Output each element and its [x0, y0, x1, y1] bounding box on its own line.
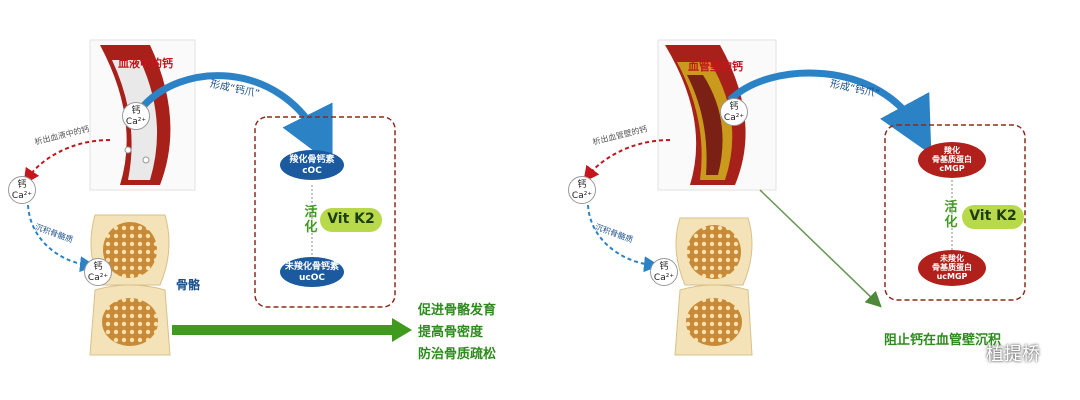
right-vitk2-pill [962, 205, 1024, 229]
left-activate-label: 活化 [304, 205, 318, 235]
right-activate-label: 活化 [944, 200, 958, 230]
right-cmgp-pill [918, 142, 986, 178]
right-release-arrow [583, 139, 671, 183]
left-deposit-arrow [27, 204, 96, 273]
left-coc-pill [280, 150, 344, 180]
right-ucmgp-pill [918, 250, 986, 286]
left-outcome-1: 促进骨骼发育 [418, 303, 497, 318]
left-outcome-3: 防治骨质疏松 [418, 347, 497, 362]
left-mechanism-box [254, 116, 396, 308]
right-deposit-arrow [587, 204, 660, 273]
left-blood-title: 血液中的钙 [118, 57, 173, 70]
left-bone-joint [89, 214, 171, 356]
left-outcome-2: 提高骨密度 [418, 325, 484, 340]
right-bone-joint [674, 217, 753, 356]
right-outcome: 阻止钙在血管壁沉积 [884, 333, 1002, 348]
left-vitk2-label: Vit K2 [327, 211, 375, 227]
watermark: 植提桥 [986, 344, 1040, 365]
right-outcome-arrow [759, 189, 882, 308]
right-form-claw-arrow [727, 69, 932, 155]
left-ucoc-pill [280, 257, 344, 287]
left-outcome-arrow-head [392, 318, 412, 342]
left-release-arrow [23, 139, 111, 185]
left-bone-label: 骨骼 [176, 278, 201, 292]
right-mechanism-box [884, 124, 1026, 301]
right-artery-lumen [687, 75, 723, 175]
right-blood-title: 血管壁的钙 [688, 60, 743, 73]
left-outcomes: 促进骨骼发育 提高骨密度 防治骨质疏松 [418, 300, 496, 366]
right-diagram-graphics [583, 39, 1026, 356]
left-vitk2-pill [320, 208, 382, 232]
right-vitk2-label: Vit K2 [969, 208, 1017, 224]
left-form-claw-arrow [137, 72, 333, 166]
